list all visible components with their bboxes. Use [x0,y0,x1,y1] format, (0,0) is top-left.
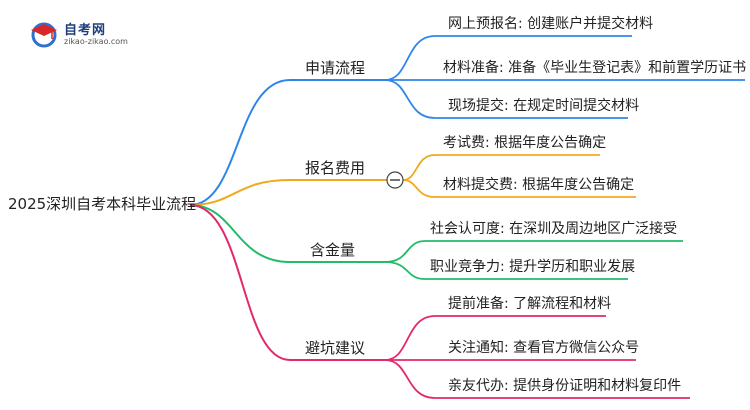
connector-root-branch-1 [189,79,291,206]
branch-4-label[interactable]: 避坑建议 [305,339,366,357]
connector-branch-4-leaf-1 [384,315,606,361]
root-topic[interactable]: 2025深圳自考本科毕业流程 [8,195,197,213]
connector-root-branch-4 [189,204,291,361]
connector-branch-3-leaf-2 [384,261,628,280]
branch-1-label[interactable]: 申请流程 [305,59,366,77]
branch-2-label[interactable]: 报名费用 [305,159,366,177]
leaf-fee-2[interactable]: 材料提交费: 根据年度公告确定 [443,177,635,193]
connector-root-branch-2 [189,179,291,206]
connector-branch-4-leaf-3 [384,359,690,399]
connector-branch-1-leaf-3 [384,79,628,119]
connector-branch-1-leaf-1 [384,35,632,81]
logo-url: zikao-zikao.com [64,37,128,46]
leaf-apply-1[interactable]: 网上预报名: 创建账户并提交材料 [448,16,654,32]
leaf-apply-3[interactable]: 现场提交: 在规定时间提交材料 [448,98,640,114]
connector-branch-3-leaf-1 [384,240,683,263]
connector-branch-2-leaf-2 [402,179,636,198]
graduation-cap-logo-icon [31,22,57,48]
connector-root-branch-3 [189,204,291,263]
site-logo[interactable]: 自考网 zikao-zikao.com [30,18,150,50]
branch-3-label[interactable]: 含金量 [310,241,356,259]
leaf-fee-1[interactable]: 考试费: 根据年度公告确定 [443,135,607,151]
connector-branch-2-leaf-1 [402,154,600,181]
leaf-tips-1[interactable]: 提前准备: 了解流程和材料 [448,296,612,312]
logo-name: 自考网 [64,23,107,38]
leaf-tips-3[interactable]: 亲友代办: 提供身份证明和材料复印件 [448,378,682,394]
leaf-apply-2[interactable]: 材料准备: 准备《毕业生登记表》和前置学历证书 [443,60,747,76]
leaf-tips-2[interactable]: 关注通知: 查看官方微信公众号 [448,340,640,356]
leaf-value-1[interactable]: 社会认可度: 在深圳及周边地区广泛接受 [430,221,678,237]
leaf-value-2[interactable]: 职业竞争力: 提升学历和职业发展 [430,259,636,275]
